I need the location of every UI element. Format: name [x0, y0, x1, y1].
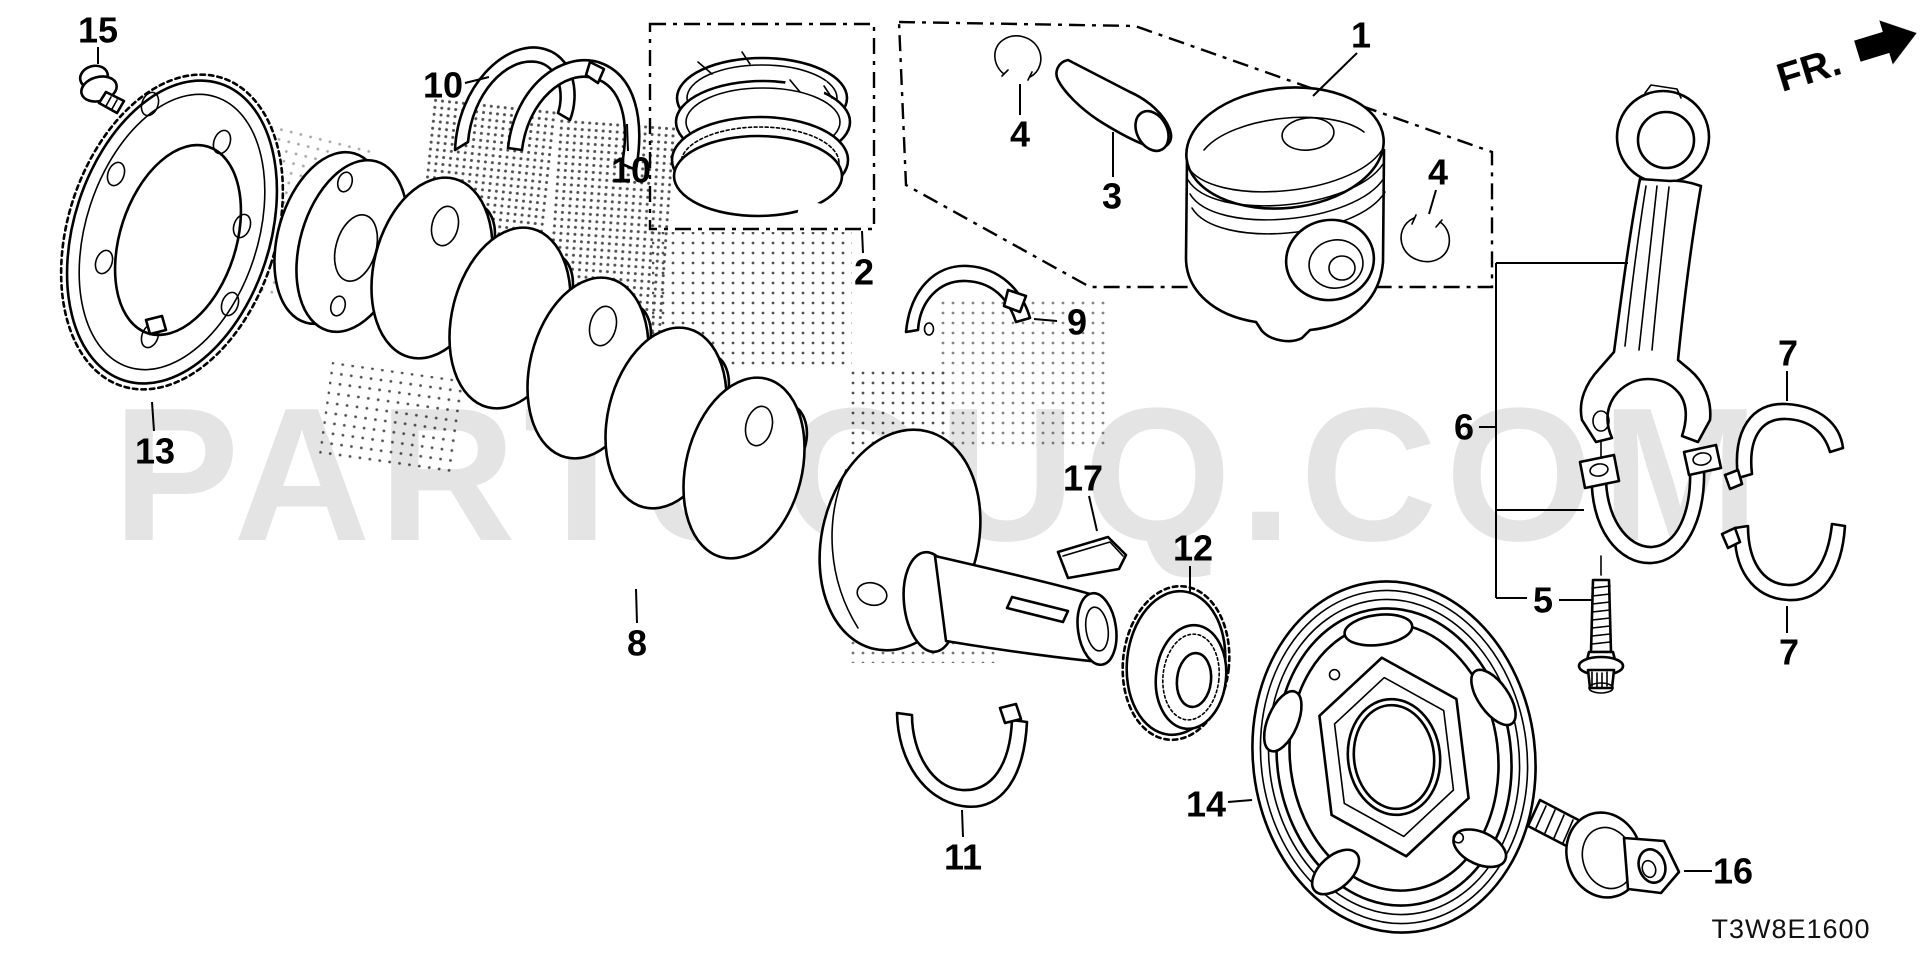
callout-7a: 7: [1778, 333, 1798, 401]
callout-15: 15: [78, 10, 118, 64]
callout-7b: 7: [1779, 606, 1799, 673]
drive-plate: [59, 73, 285, 391]
conrod-bearing-lower: [1720, 522, 1847, 602]
callout-16: 16: [1684, 851, 1753, 892]
piston-pin: [1055, 58, 1173, 153]
crankshaft: [273, 150, 1118, 667]
callout-label: 12: [1173, 528, 1213, 569]
fr-arrow-icon: [1854, 20, 1917, 65]
callout-6-bracket: 6: [1454, 262, 1628, 598]
callout-label: 4: [1428, 152, 1448, 193]
main-bearing-upper-shells: [453, 46, 641, 172]
callout-label: 8: [627, 623, 647, 664]
callout-label: 10: [423, 65, 463, 106]
callout-label: 5: [1533, 580, 1553, 621]
callout-1: 1: [1312, 15, 1371, 97]
callout-12: 12: [1173, 528, 1213, 592]
callout-label: 16: [1713, 851, 1753, 892]
pin-clip-b: [1400, 214, 1451, 263]
callout-label: 3: [1102, 176, 1122, 217]
callout-label: 7: [1779, 632, 1799, 673]
piston: [1184, 86, 1386, 343]
conrod-bolt: [1577, 578, 1625, 694]
callout-label: 11: [944, 837, 982, 878]
drawing-code: T3W8E1600: [1711, 914, 1870, 944]
callout-label: 13: [135, 431, 175, 472]
main-bearing-upper: [904, 264, 1032, 336]
drive-plate-bolt: [78, 64, 126, 115]
conrod-bearing-upper: [1723, 402, 1845, 491]
pin-clip-a: [994, 35, 1042, 81]
callout-label: 14: [1186, 784, 1226, 825]
callout-label: 4: [1010, 114, 1030, 155]
callout-2: 2: [854, 230, 874, 293]
callout-5: 5: [1496, 580, 1592, 621]
main-bearing-lower: [895, 702, 1029, 809]
callout-8: 8: [627, 588, 647, 664]
callout-11: 11: [944, 809, 982, 878]
fr-label: FR.: [1772, 40, 1846, 101]
crankshaft-key: [1056, 535, 1128, 580]
fr-orientation: FR.: [1772, 20, 1917, 101]
callout-9: 9: [1033, 302, 1087, 343]
callout-label: 2: [854, 252, 874, 293]
connecting-rod: [1579, 84, 1712, 576]
callout-label: 6: [1454, 407, 1474, 448]
callout-4a: 4: [1010, 84, 1030, 155]
connecting-rod-cap: [1578, 443, 1723, 565]
callout-label: 1: [1351, 15, 1371, 56]
callout-label: 17: [1063, 458, 1103, 499]
callout-label: 10: [611, 150, 651, 191]
piston-ring-set: [648, 22, 876, 231]
timing-gear: [1121, 584, 1231, 742]
callout-label: 9: [1067, 302, 1087, 343]
callout-4b: 4: [1428, 152, 1448, 215]
callout-label: 15: [78, 10, 118, 51]
callout-10b: 10: [611, 123, 651, 191]
piston-kit-box: [897, 20, 1494, 289]
callout-3: 3: [1102, 132, 1122, 217]
callout-17: 17: [1063, 458, 1103, 532]
callout-label: 7: [1778, 333, 1798, 374]
pulley-bolt: [1526, 798, 1681, 899]
callout-10a: 10: [423, 65, 490, 106]
callout-14: 14: [1186, 784, 1253, 825]
callout-13: 13: [135, 401, 175, 472]
crank-pulley: [1251, 580, 1537, 934]
